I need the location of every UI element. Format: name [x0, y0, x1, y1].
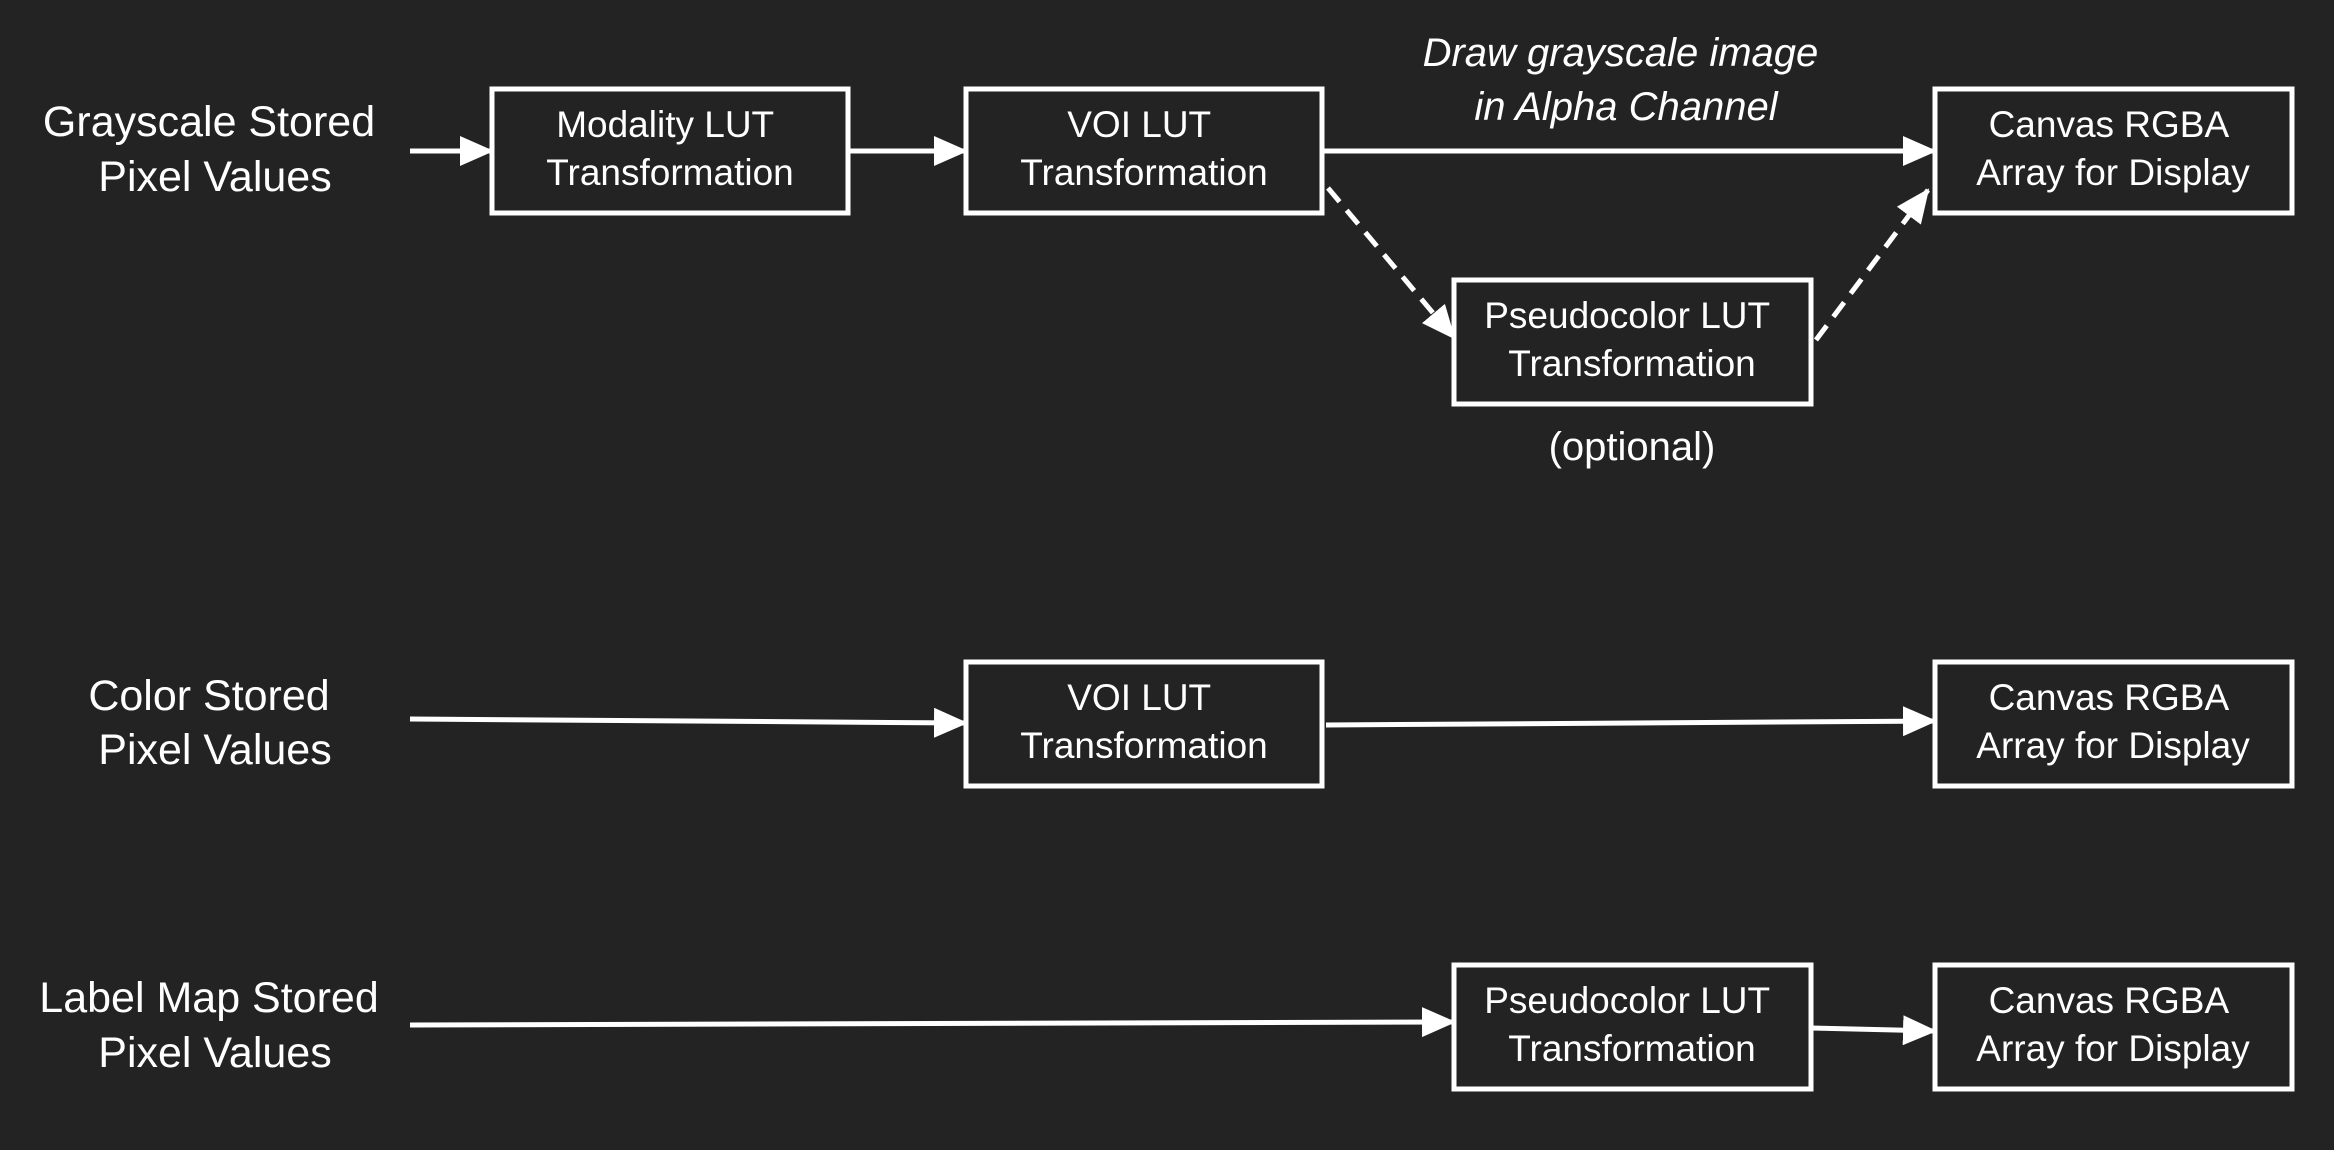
svg-text:VOI LUT Transformation: VOI LUT Transformation: [1020, 677, 1267, 766]
svg-text:Modality LUT Transformat: Modality LUT Transformation: [546, 104, 793, 193]
grayscale-pseudocolor-lut-node: Pseudocolor LUT Transformation: [1451, 277, 1814, 407]
edge-labelmap-label-to-pseudocolor-lut: [409, 1007, 1456, 1038]
grayscale-row-label: Grayscale Stored Pixel Values: [43, 98, 387, 201]
grayscale-canvas-rgba-node: Canvas RGBA Array for Display: [1932, 86, 2295, 216]
color-voi-lut-node: VOI LUT Transformation: [963, 659, 1325, 789]
edge-color-label-to-voi-lut: [409, 707, 968, 738]
svg-text:VOI LUT Transformation: VOI LUT Transformation: [1020, 104, 1267, 193]
svg-text:Pseudocolor LUT Transfor: Pseudocolor LUT Transformation: [1484, 295, 1779, 384]
optional-annotation: (optional): [1549, 425, 1716, 469]
edge-labelmap-pseudocolor-lut-to-canvas: [1810, 1015, 1937, 1046]
grayscale-voi-lut-node: VOI LUT Transformation: [963, 86, 1325, 216]
alpha-channel-annotation: Draw grayscale image in Alpha Channel: [1423, 31, 1830, 129]
color-canvas-rgba-node: Canvas RGBA Array for Display: [1932, 659, 2295, 789]
edge-pseudocolor-lut-to-canvas: [1813, 188, 1931, 342]
color-row-label: Color Stored Pixel Values: [88, 672, 341, 774]
svg-text:Canvas RGBA Array for Di: Canvas RGBA Array for Display: [1976, 677, 2250, 766]
grayscale-modality-lut-node: Modality LUT Transformation: [489, 86, 851, 216]
svg-text:Canvas RGBA Array for Di: Canvas RGBA Array for Display: [1976, 980, 2250, 1069]
svg-text:Canvas RGBA Array for Di: Canvas RGBA Array for Display: [1976, 104, 2250, 193]
labelmap-row-label: Label Map Stored Pixel Values: [39, 974, 390, 1077]
svg-text:Pseudocolor LUT Transfor: Pseudocolor LUT Transformation: [1484, 980, 1779, 1069]
edge-color-voi-lut-to-canvas: [1325, 706, 1937, 737]
labelmap-canvas-rgba-node: Canvas RGBA Array for Display: [1932, 962, 2295, 1092]
edge-voi-lut-to-pseudocolor-lut: [1326, 186, 1456, 340]
labelmap-pseudocolor-lut-node: Pseudocolor LUT Transformation: [1451, 962, 1814, 1092]
